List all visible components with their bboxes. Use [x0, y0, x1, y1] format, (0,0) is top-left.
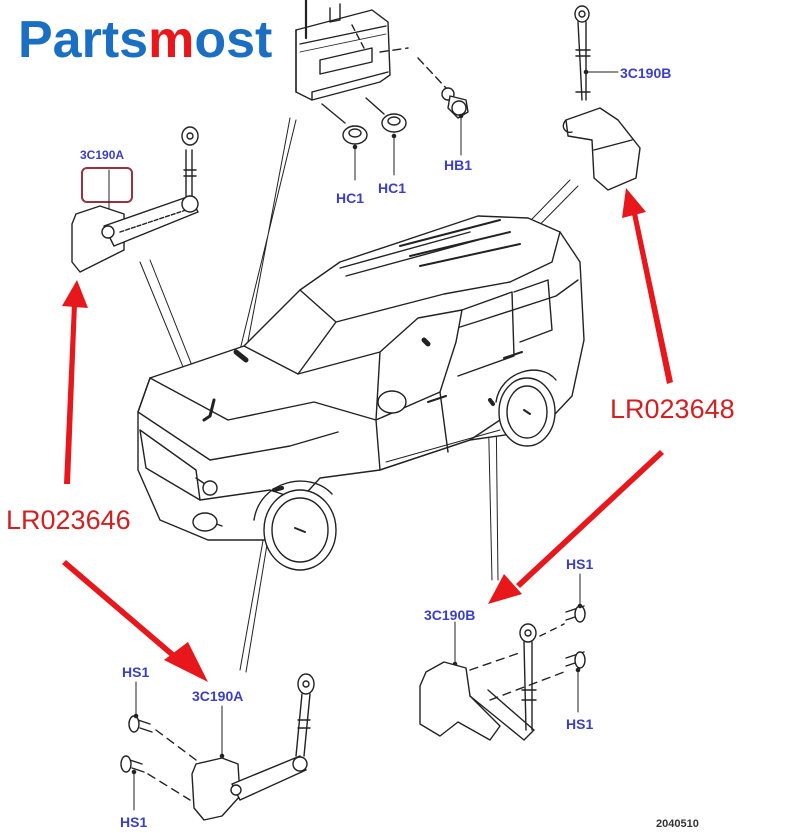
callout-hc1-a: HC1: [336, 190, 365, 206]
height-sensor-rear-bottom: [420, 574, 586, 741]
red-arrows: [62, 188, 673, 682]
bolt-hb1: [441, 87, 469, 156]
control-module-drawing: [295, 0, 447, 124]
callout-hs1-front-a: HS1: [122, 664, 150, 680]
partsmost-logo: Partsmost: [18, 10, 272, 70]
part-number-rear: LR023648: [610, 394, 735, 424]
callout-hs1-front-b: HS1: [120, 814, 148, 830]
logo-text-ost: ost: [194, 11, 273, 69]
arrow-rear-top: [622, 188, 673, 384]
grommet-hc1-b: [381, 113, 407, 176]
height-sensor-rear-top: [562, 5, 641, 191]
height-sensor-front-top: [71, 126, 199, 273]
drawing-number: 2040510: [656, 818, 699, 830]
height-sensor-front-bottom: [120, 673, 315, 821]
callout-3c190a-top: 3C190A: [80, 148, 125, 162]
arrow-front-bottom: [62, 560, 208, 682]
callout-3c190b-bottom: 3C190B: [424, 607, 476, 623]
callout-hs1-rear-b: HS1: [566, 716, 594, 732]
part-number-front: LR023646: [6, 505, 131, 535]
callout-3c190a-bottom: 3C190A: [192, 688, 244, 704]
logo-text-parts: Parts: [18, 11, 149, 69]
callout-hc1-b: HC1: [378, 180, 407, 196]
callout-hs1-rear-a: HS1: [566, 556, 594, 572]
arrow-rear-bottom: [488, 450, 664, 604]
arrow-front-top: [62, 280, 88, 484]
logo-text-m: m: [148, 11, 195, 69]
vehicle-drawing: [137, 215, 585, 571]
grommet-hc1-a: [342, 125, 368, 181]
callout-hb1: HB1: [444, 157, 473, 173]
callout-3c190b-top: 3C190B: [620, 65, 672, 81]
